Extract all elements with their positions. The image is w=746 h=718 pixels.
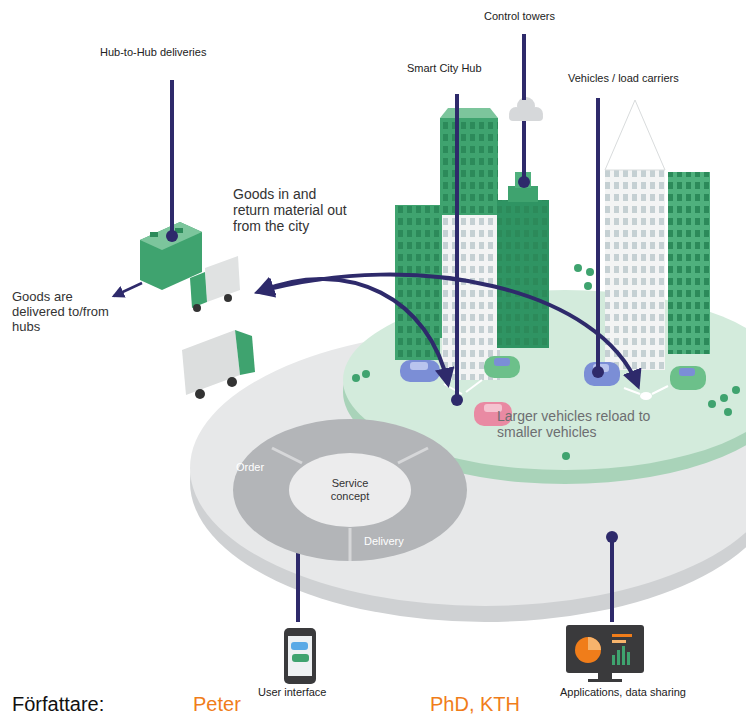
callout-label: Vehicles / load carriers <box>568 72 679 85</box>
callout-label: Control towers <box>484 10 555 23</box>
service-ring: OrderDelivery Service concept <box>232 418 468 562</box>
ring-step-label: Order <box>236 461 264 474</box>
callout-label: Hub-to-Hub deliveries <box>100 46 206 59</box>
service-concept-circle: Service concept <box>288 452 412 528</box>
callout-label: User interface <box>258 686 326 699</box>
node-title: Service concept <box>315 477 385 502</box>
callout-label: Smart City Hub <box>407 62 482 75</box>
author-name: Peter <box>193 693 241 716</box>
flow-note: Larger vehicles reload to smaller vehicl… <box>497 408 675 440</box>
flow-note: Goods are delivered to/from hubs <box>12 290 112 335</box>
ring-step-label: Delivery <box>364 535 404 548</box>
author-degree: PhD, KTH <box>430 693 520 716</box>
author-label: Författare: <box>12 693 104 716</box>
callout-label: Applications, data sharing <box>560 686 686 699</box>
flow-note: Goods in and return material out from th… <box>233 186 353 234</box>
